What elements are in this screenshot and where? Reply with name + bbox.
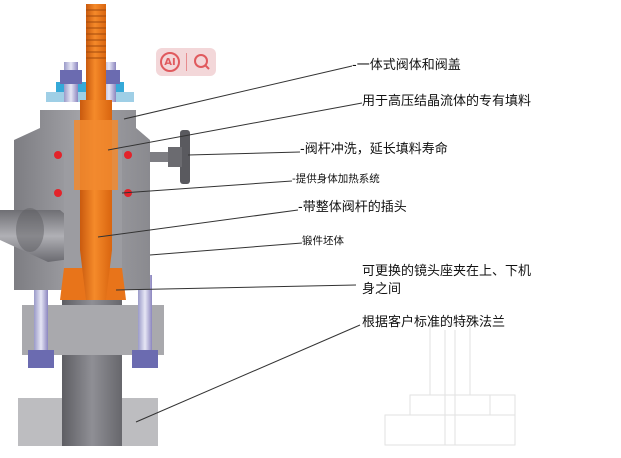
flush-port	[150, 130, 190, 184]
leader-lines	[97, 65, 363, 423]
label-plug-integral-stem: -带整体阀杆的插头	[298, 200, 407, 215]
label-integral-body-bonnet: -一体式阀体和阀盖	[352, 58, 461, 73]
label-proprietary-packing: 用于高压结晶流体的专有填料	[362, 94, 532, 109]
label-replaceable-seat-line1: 可更换的镜头座夹在上、下机	[362, 264, 532, 279]
lower-bolts	[28, 275, 158, 368]
label-stem-flush: -阀杆冲洗，延长填料寿命	[300, 142, 448, 157]
label-forged-body: 锻件坯体	[302, 235, 344, 247]
ai-badge[interactable]: AI	[156, 48, 216, 76]
label-body-heating: -提供身体加热系统	[292, 173, 380, 185]
badge-separator	[186, 53, 187, 71]
label-replaceable-seat-line2: 身之间	[362, 282, 402, 297]
ghost-drawing	[384, 324, 516, 446]
search-icon[interactable]	[193, 53, 211, 71]
ai-icon: AI	[160, 52, 180, 72]
heater-points	[54, 151, 132, 197]
label-special-flange: 根据客户标准的特殊法兰	[362, 315, 506, 330]
valve-stem	[74, 4, 118, 300]
